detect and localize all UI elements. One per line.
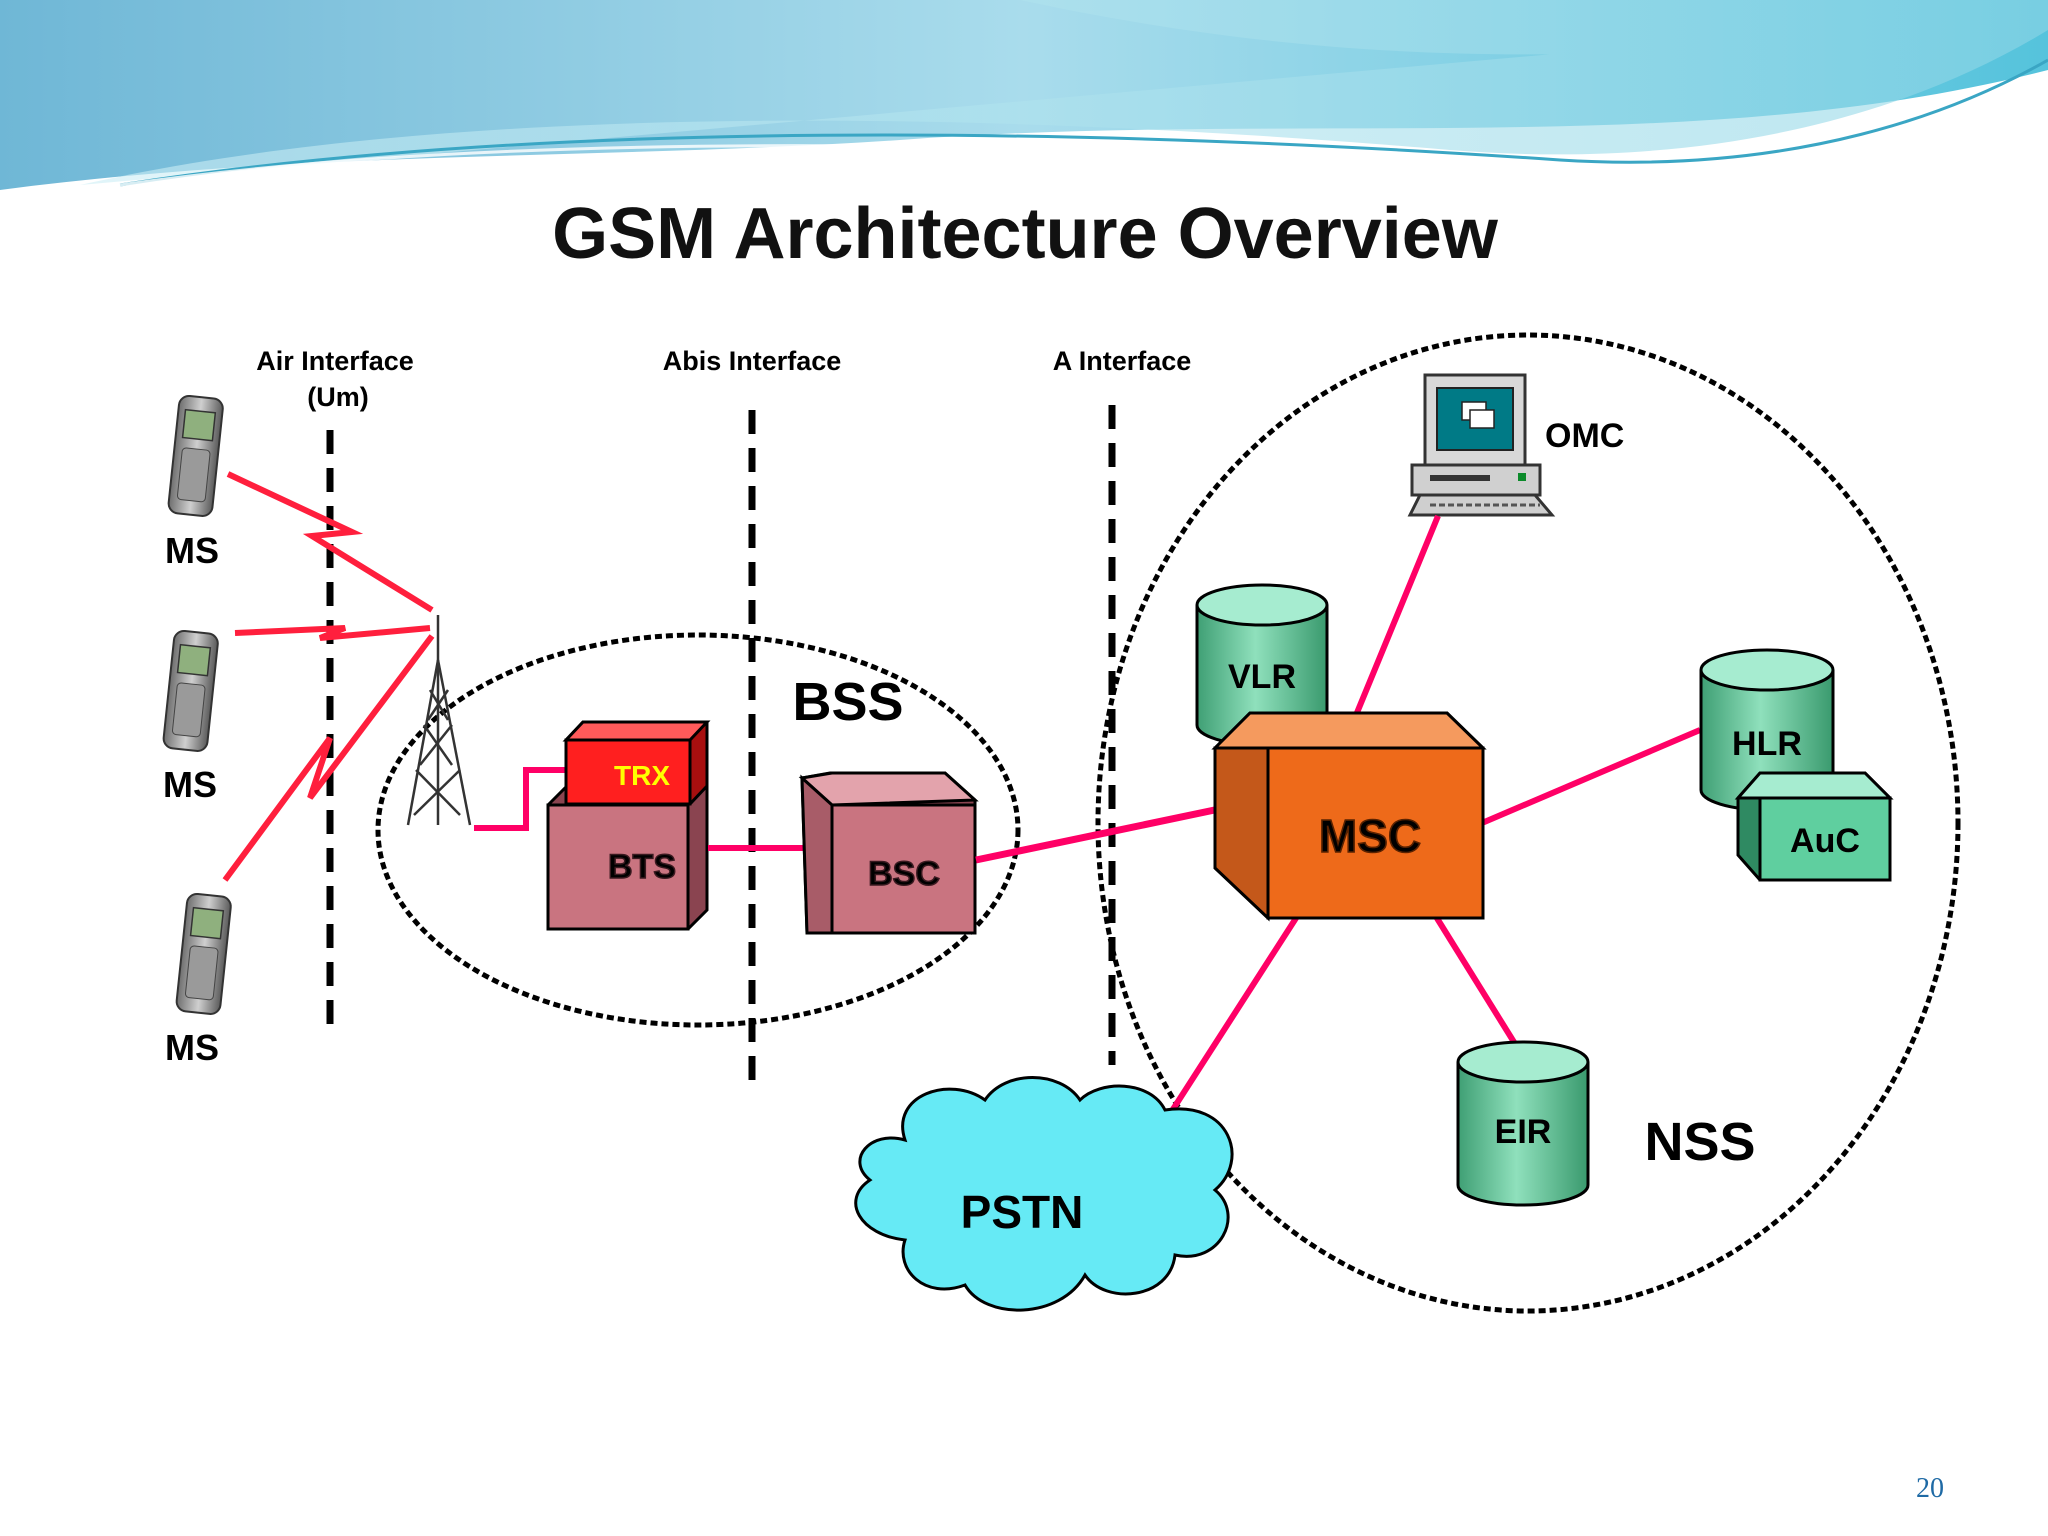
mobile-station-2: MS (162, 629, 219, 805)
cloud-icon (854, 1076, 1234, 1312)
antenna-tower-icon (406, 615, 472, 826)
phone-icon (167, 394, 224, 517)
auc-label: AuC (1790, 822, 1860, 860)
trx-label: TRX (614, 760, 670, 791)
abis-interface-label: Abis Interface (663, 346, 842, 376)
radio-links (222, 471, 435, 882)
omc-label: OMC (1545, 417, 1624, 455)
nss-label: NSS (1644, 1112, 1755, 1172)
air-interface-sublabel: (Um) (307, 382, 369, 412)
pstn-node: PSTN (854, 1076, 1234, 1312)
omc-node: OMC (1407, 373, 1624, 517)
tower-bts-link (474, 767, 572, 831)
omc-msc-link (1344, 514, 1441, 739)
ms-label: MS (163, 764, 217, 805)
computer-icon (1407, 373, 1556, 517)
eir-node: EIR (1456, 1040, 1590, 1207)
air-interface-label: Air Interface (256, 346, 414, 376)
phone-icon (175, 892, 232, 1015)
ms-label: MS (165, 1027, 219, 1068)
vlr-label: VLR (1228, 658, 1296, 696)
nss-boundary (1095, 332, 1961, 1314)
msc-node: MSC (1211, 711, 1487, 922)
ms-label: MS (165, 530, 219, 571)
bsc-node: BSC (798, 771, 979, 935)
mobile-station-3: MS (165, 892, 232, 1068)
bss-boundary (375, 632, 1021, 1028)
bsc-label: BSC (868, 855, 940, 893)
page-number: 20 (1916, 1473, 1944, 1504)
bss-label: BSS (792, 672, 903, 732)
eir-label: EIR (1495, 1113, 1552, 1151)
mobile-station-1: MS (165, 394, 224, 571)
hlr-label: HLR (1732, 725, 1802, 763)
auc-node: AuC (1734, 771, 1894, 882)
pstn-label: PSTN (961, 1186, 1084, 1238)
page-title: GSM Architecture Overview (552, 194, 1499, 274)
database-icon (1456, 1040, 1590, 1207)
bts-node: BTS (546, 784, 709, 931)
pstn-msc-link (1147, 913, 1301, 1147)
phone-icon (162, 629, 219, 752)
trx-node: TRX (562, 720, 711, 806)
bsc-msc-link (975, 799, 1249, 864)
header-wave (0, 0, 2048, 190)
msc-links (1147, 514, 1702, 1147)
hlr-msc-link (1480, 727, 1702, 826)
msc-label: MSC (1319, 810, 1421, 862)
bts-label: BTS (608, 848, 676, 886)
a-interface-label: A Interface (1053, 346, 1192, 376)
eir-msc-link (1432, 913, 1525, 1057)
